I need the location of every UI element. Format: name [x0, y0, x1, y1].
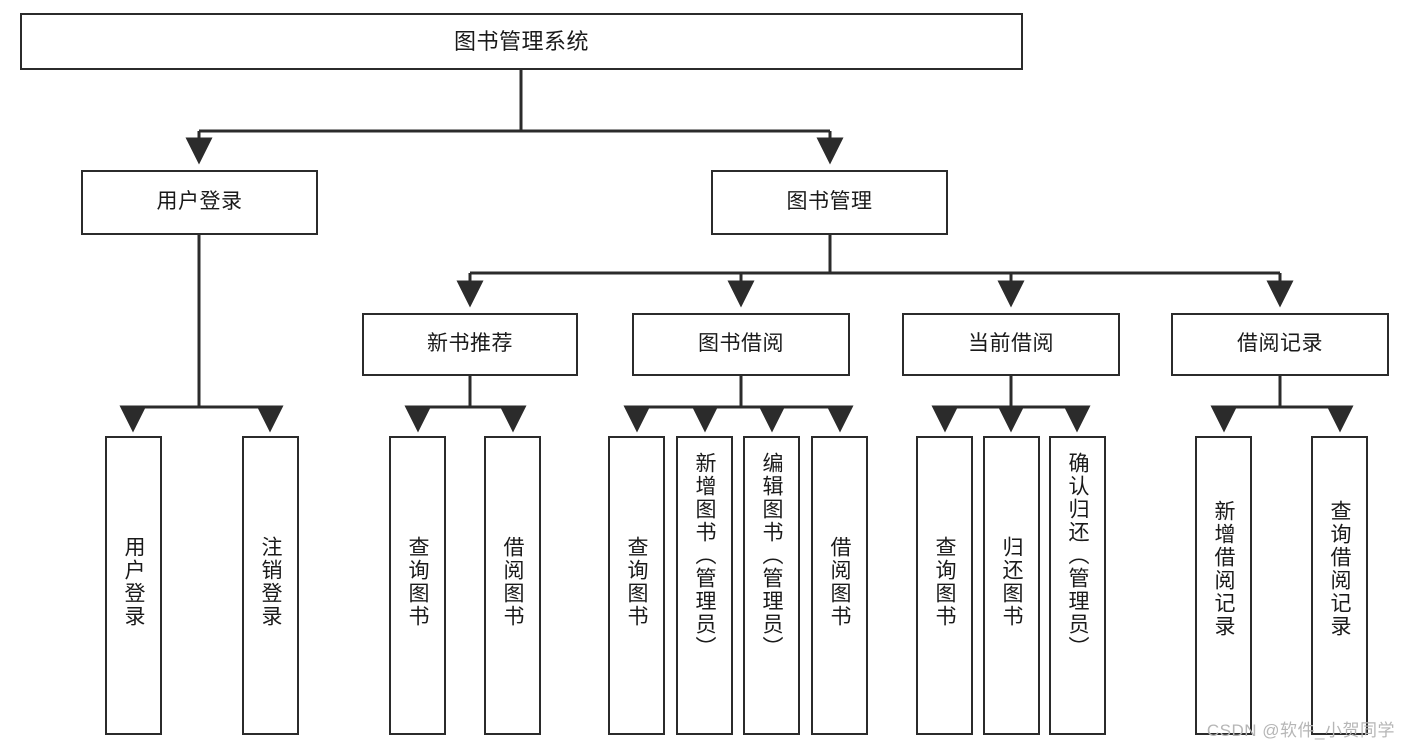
leaf-query-book-current[interactable]: 查询图书 [916, 436, 973, 735]
node-label: 借阅记录 [1237, 332, 1323, 356]
node-label: 确认归还（管理员） [1066, 452, 1089, 659]
node-label: 用户登录 [156, 190, 243, 214]
node-label: 借阅图书 [828, 536, 851, 628]
node-label: 图书管理 [786, 190, 873, 214]
leaf-edit-book-admin[interactable]: 编辑图书（管理员） [743, 436, 800, 735]
leaf-logout-login[interactable]: 注销登录 [242, 436, 299, 735]
node-label: 图书借阅 [698, 332, 784, 356]
node-label: 注销登录 [259, 536, 282, 628]
leaf-add-book-admin[interactable]: 新增图书（管理员） [676, 436, 733, 735]
leaf-query-book-borrow[interactable]: 查询图书 [608, 436, 665, 735]
leaf-user-login[interactable]: 用户登录 [105, 436, 162, 735]
node-label: 编辑图书（管理员） [760, 452, 783, 659]
node-label: 查询图书 [933, 536, 956, 628]
node-label: 归还图书 [1000, 536, 1023, 628]
node-label: 新增借阅记录 [1212, 500, 1235, 638]
leaf-borrow-book-borrow[interactable]: 借阅图书 [811, 436, 868, 735]
node-book-management[interactable]: 图书管理 [711, 170, 948, 235]
leaf-return-book[interactable]: 归还图书 [983, 436, 1040, 735]
watermark: CSDN @软件_小贺同学 [1206, 721, 1395, 740]
node-label: 当前借阅 [968, 332, 1054, 356]
leaf-add-borrow-record[interactable]: 新增借阅记录 [1195, 436, 1252, 735]
leaf-borrow-book-recommend[interactable]: 借阅图书 [484, 436, 541, 735]
node-borrow-record[interactable]: 借阅记录 [1171, 313, 1389, 376]
node-label: 新增图书（管理员） [693, 452, 716, 659]
node-label: 查询借阅记录 [1328, 500, 1351, 638]
node-book-borrow[interactable]: 图书借阅 [632, 313, 850, 376]
leaf-query-book-recommend[interactable]: 查询图书 [389, 436, 446, 735]
node-new-book-recommend[interactable]: 新书推荐 [362, 313, 578, 376]
leaf-query-borrow-record[interactable]: 查询借阅记录 [1311, 436, 1368, 735]
node-label: 新书推荐 [427, 332, 513, 356]
node-label: 查询图书 [625, 536, 648, 628]
node-user-login[interactable]: 用户登录 [81, 170, 318, 235]
node-label: 借阅图书 [501, 536, 524, 628]
leaf-confirm-return-admin[interactable]: 确认归还（管理员） [1049, 436, 1106, 735]
node-root-book-management-system[interactable]: 图书管理系统 [20, 13, 1023, 70]
node-current-borrow[interactable]: 当前借阅 [902, 313, 1120, 376]
node-label: 查询图书 [406, 536, 429, 628]
node-label: 用户登录 [122, 536, 145, 628]
node-label: 图书管理系统 [453, 28, 589, 54]
